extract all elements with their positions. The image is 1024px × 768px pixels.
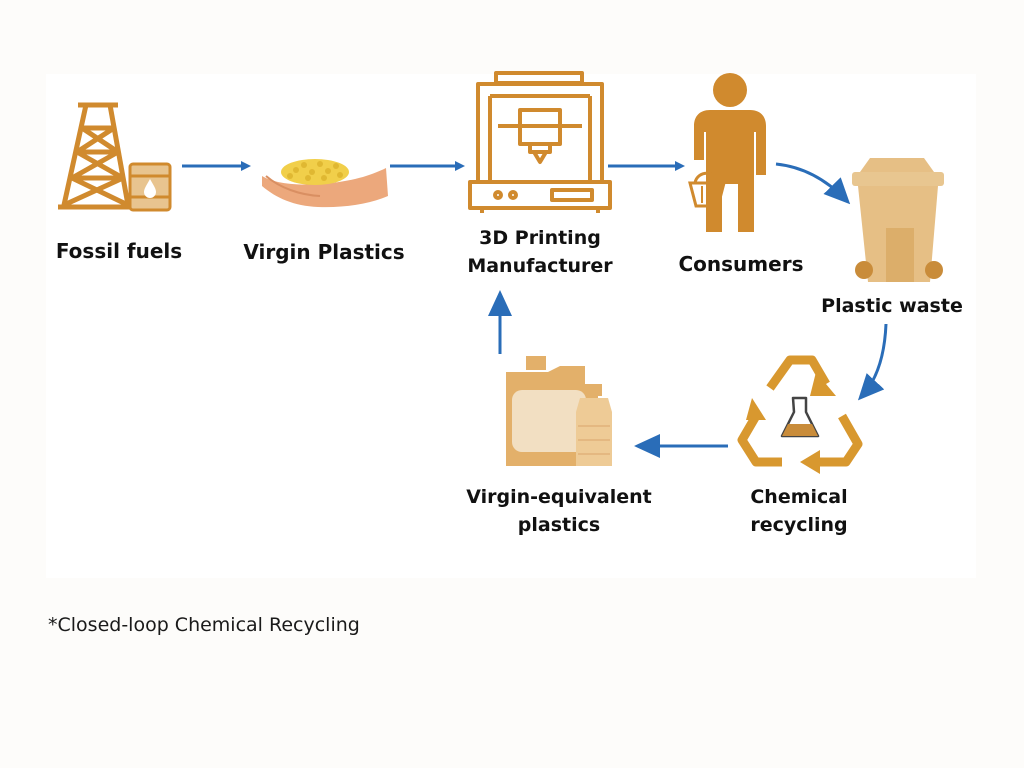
footnote: *Closed-loop Chemical Recycling: [48, 614, 360, 636]
label-line-1: Chemical: [750, 486, 848, 508]
recycle-flask-icon: [737, 355, 863, 474]
label-consumers: Consumers: [678, 252, 804, 276]
oil-derrick-icon: [58, 102, 132, 210]
diagram-background: [46, 74, 976, 578]
label-line-1: Virgin-equivalent: [466, 486, 652, 508]
arrow-consumers-to-waste: [775, 162, 851, 205]
label-plastic-waste: Plastic waste: [821, 295, 963, 317]
label-line-1: 3D Printing: [479, 227, 601, 249]
label-chemical-recycling: Chemical recycling: [724, 483, 874, 539]
plastic-pellets-hand-icon: [262, 159, 388, 208]
label-virgin-plastics: Virgin Plastics: [243, 240, 405, 264]
label-fossil-fuels: Fossil fuels: [55, 239, 183, 263]
flask-icon: [780, 396, 820, 438]
person-with-basket-icon: [688, 73, 766, 232]
label-line-2: recycling: [750, 514, 848, 536]
3d-printer-icon: [468, 71, 612, 213]
arrow-waste-to-recycling: [857, 323, 888, 401]
label-line-2: Manufacturer: [467, 255, 613, 277]
label-3d-printing-manufacturer: 3D Printing Manufacturer: [450, 224, 630, 280]
label-virgin-equivalent-plastics: Virgin-equivalent plastics: [444, 483, 674, 539]
oil-barrel-icon: [128, 162, 172, 212]
plastic-containers-icon: [506, 356, 612, 466]
label-line-2: plastics: [517, 514, 601, 536]
waste-bin-icon: [852, 158, 944, 282]
flow-arrows: [182, 161, 888, 458]
